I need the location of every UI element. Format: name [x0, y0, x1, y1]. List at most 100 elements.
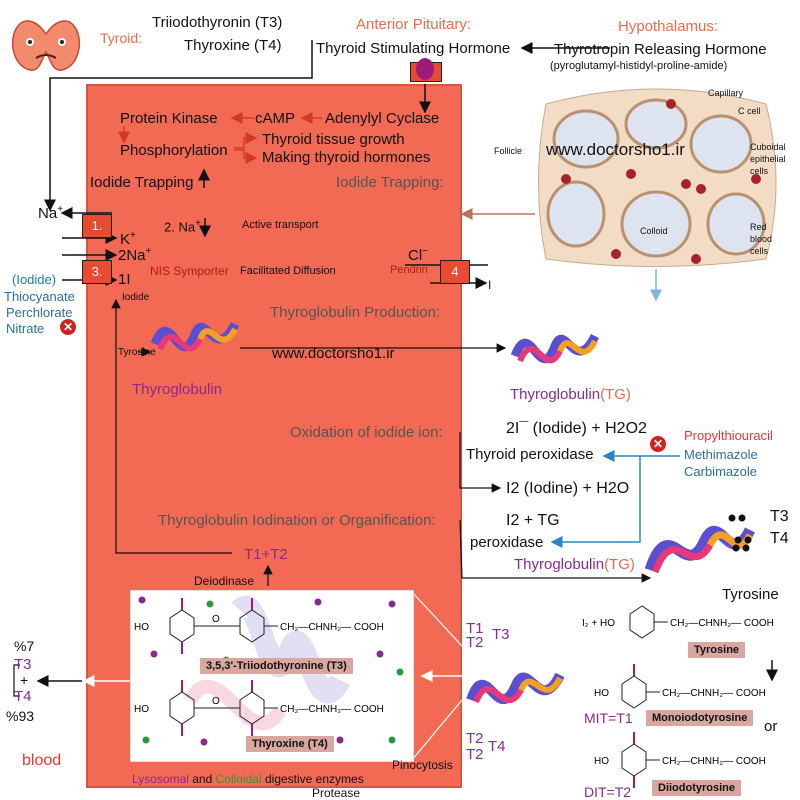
i-out: I: [488, 278, 492, 292]
making-hormones: Making thyroid hormones: [262, 149, 431, 166]
block-x-icon-right: ✕: [650, 436, 666, 452]
thyroid-gland-icon: [11, 20, 81, 71]
t3-structure-name: 3,5,3'-Triiodothyronine (T3): [200, 658, 353, 674]
inhibitor-perchlorate: Perchlorate: [6, 305, 73, 320]
k-in: K+: [120, 230, 136, 248]
iodide-small: Iodide: [122, 292, 150, 303]
protease: Protease: [312, 786, 361, 800]
svg-text:HO: HO: [594, 688, 609, 699]
or-label: or: [764, 718, 778, 735]
oxidation-title: Oxidation of iodide ion:: [290, 424, 443, 441]
svg-text:HO: HO: [134, 704, 149, 715]
tsh-ligand: [416, 58, 434, 80]
colloid-t2: T2: [466, 634, 484, 651]
histo-c-cell: C cell: [738, 106, 761, 116]
svg-text:O: O: [212, 614, 220, 625]
active-transport: Active transport: [242, 219, 319, 231]
tissue-growth: Thyroid tissue growth: [262, 131, 405, 148]
iodide-trapping-left: Iodide Trapping: [90, 174, 194, 191]
tg-iodinated-label: Thyroglobulin(TG): [514, 556, 635, 573]
website-watermark-top: www.doctorsho1.ir: [546, 140, 685, 159]
adenylyl-cyclase: Adenylyl Cyclase: [325, 110, 440, 127]
inhibitor-methimazole: Methimazole: [684, 447, 758, 462]
histo-cells: cells: [750, 166, 769, 176]
histo-cuboidal: Cuboidal: [750, 142, 786, 152]
iodination-eq: I2 + TG: [506, 512, 560, 529]
histo-red: Red: [750, 222, 767, 232]
thyroglobulin-ribbon-icon: [150, 321, 240, 352]
svg-text:CH₂—CHNH₂— COOH: CH₂—CHNH₂— COOH: [662, 756, 766, 767]
colloid-t3: T3: [492, 626, 510, 643]
facilitated-diffusion: Facilitated Diffusion: [240, 265, 336, 277]
svg-text:CH₂—CHNH₂— COOH: CH₂—CHNH₂— COOH: [280, 704, 384, 715]
blood-t4: T4: [14, 688, 32, 705]
mit-eq: MIT=T1: [584, 710, 633, 726]
deiodinase-label: Deiodinase: [194, 574, 255, 588]
phosphorylation: Phosphorylation: [120, 142, 228, 159]
website-watermark-mid: www.doctorsho1.ir: [272, 345, 395, 362]
block-x-icon: ✕: [60, 319, 76, 335]
blood-p93: %93: [6, 708, 35, 724]
oxidation-eq2: I2 (Iodine) + H2O: [506, 480, 630, 497]
svg-text:I₂ + HO: I₂ + HO: [582, 618, 615, 629]
mit-structure-name: Monoiodotyrosine: [646, 710, 754, 726]
peroxidase: peroxidase: [470, 534, 544, 551]
histo-epithelial: epithelial: [750, 154, 786, 164]
tyrosine-label: Tyrosine: [118, 347, 156, 358]
blood-p7: %7: [14, 638, 35, 654]
hypothalamus-label: Hypothalamus:: [618, 18, 719, 35]
colloid-t2c: T2: [466, 746, 484, 763]
dit-eq: DIT=T2: [584, 784, 632, 800]
svg-text:HO: HO: [134, 622, 149, 633]
thyroglobulin-ribbon-right-icon: [510, 333, 600, 364]
symporter-3-box: 3.: [82, 260, 112, 284]
nis-symporter: NIS Symporter: [150, 264, 229, 278]
protein-kinase: Protein Kinase: [120, 110, 218, 127]
tg-production: Thyroglobulin Production:: [270, 304, 441, 321]
follicle-histology-image: [536, 84, 791, 269]
hormone-structures-panel: [130, 590, 414, 762]
iodotyrosine-structures: I₂ + HO CH₂—CHNH₂— COOH HO CH₂—CHNH₂— CO…: [582, 605, 774, 788]
tg-right-label: Thyroglobulin(TG): [510, 386, 631, 403]
svg-text:CH₂—CHNH₂— COOH: CH₂—CHNH₂— COOH: [280, 622, 384, 633]
inhibitor-iodide: (Iodide): [12, 272, 57, 287]
colloid-t4: T4: [488, 738, 506, 755]
inhibitor-nitrate: Nitrate: [6, 321, 45, 336]
inhibitor-ptu: Propylthiouracil: [684, 428, 773, 443]
na-in: 2. Na+: [164, 218, 201, 235]
pump-1-box: 1.: [82, 214, 112, 238]
inhibitor-thiocyanate: Thiocyanate: [4, 289, 75, 304]
svg-text:O: O: [212, 696, 220, 707]
iodination-title: Thyroglobulin Iodination or Organificati…: [158, 512, 436, 529]
thyroid-label: Tyroid:: [100, 30, 143, 46]
tg-left-label: Thyroglobulin(TG): [132, 381, 253, 398]
t4-structure-name: Thyroxine (T4): [246, 736, 334, 752]
dit-structure-name: Diiodotyrosine: [652, 780, 742, 796]
tyrosine-residue: Tyrosine: [722, 586, 779, 603]
pinocytosis: Pinocytosis: [392, 758, 453, 772]
trh-structure: (pyroglutamyl-histidyl-proline-amide): [550, 60, 728, 72]
pendrin: Pendrin: [390, 264, 428, 276]
t1t2-label: T1+T2: [244, 546, 288, 563]
pendrin-4-box: 4: [440, 260, 470, 284]
camp: cAMP: [255, 110, 296, 127]
na-out: Na+: [38, 204, 64, 222]
t4-name: Thyroxine (T4): [184, 37, 282, 54]
hormone-structures-drawing: HO HO O O CH₂—CHNH₂— COOH CH₂—CHNH₂— COO…: [134, 595, 404, 746]
iodide-trapping-right: Iodide Trapping:: [336, 174, 444, 191]
svg-text:CH₂—CHNH₂— COOH: CH₂—CHNH₂— COOH: [670, 618, 774, 629]
inhibitor-carbimazole: Carbimazole: [684, 464, 757, 479]
t3-name: Triiodothyronin (T3): [152, 14, 283, 31]
t4-badge: T4: [770, 530, 789, 547]
blood-plus: +: [20, 672, 29, 688]
thyroid-peroxidase: Thyroid peroxidase: [466, 446, 594, 463]
tsh-label: Thyroid Stimulating Hormone: [316, 40, 511, 57]
digestive-enzymes: Lysosomal and Colloidal digestive enzyme…: [132, 772, 364, 786]
histo-follicle: Follicle: [494, 146, 523, 156]
colloid-t1: T1: [466, 620, 484, 637]
histo-cells2: cells: [750, 246, 769, 256]
pituitary-label: Anterior Pituitary:: [356, 16, 472, 33]
2na: 2Na+: [118, 246, 152, 264]
histo-capillary: Capillary: [708, 88, 744, 98]
